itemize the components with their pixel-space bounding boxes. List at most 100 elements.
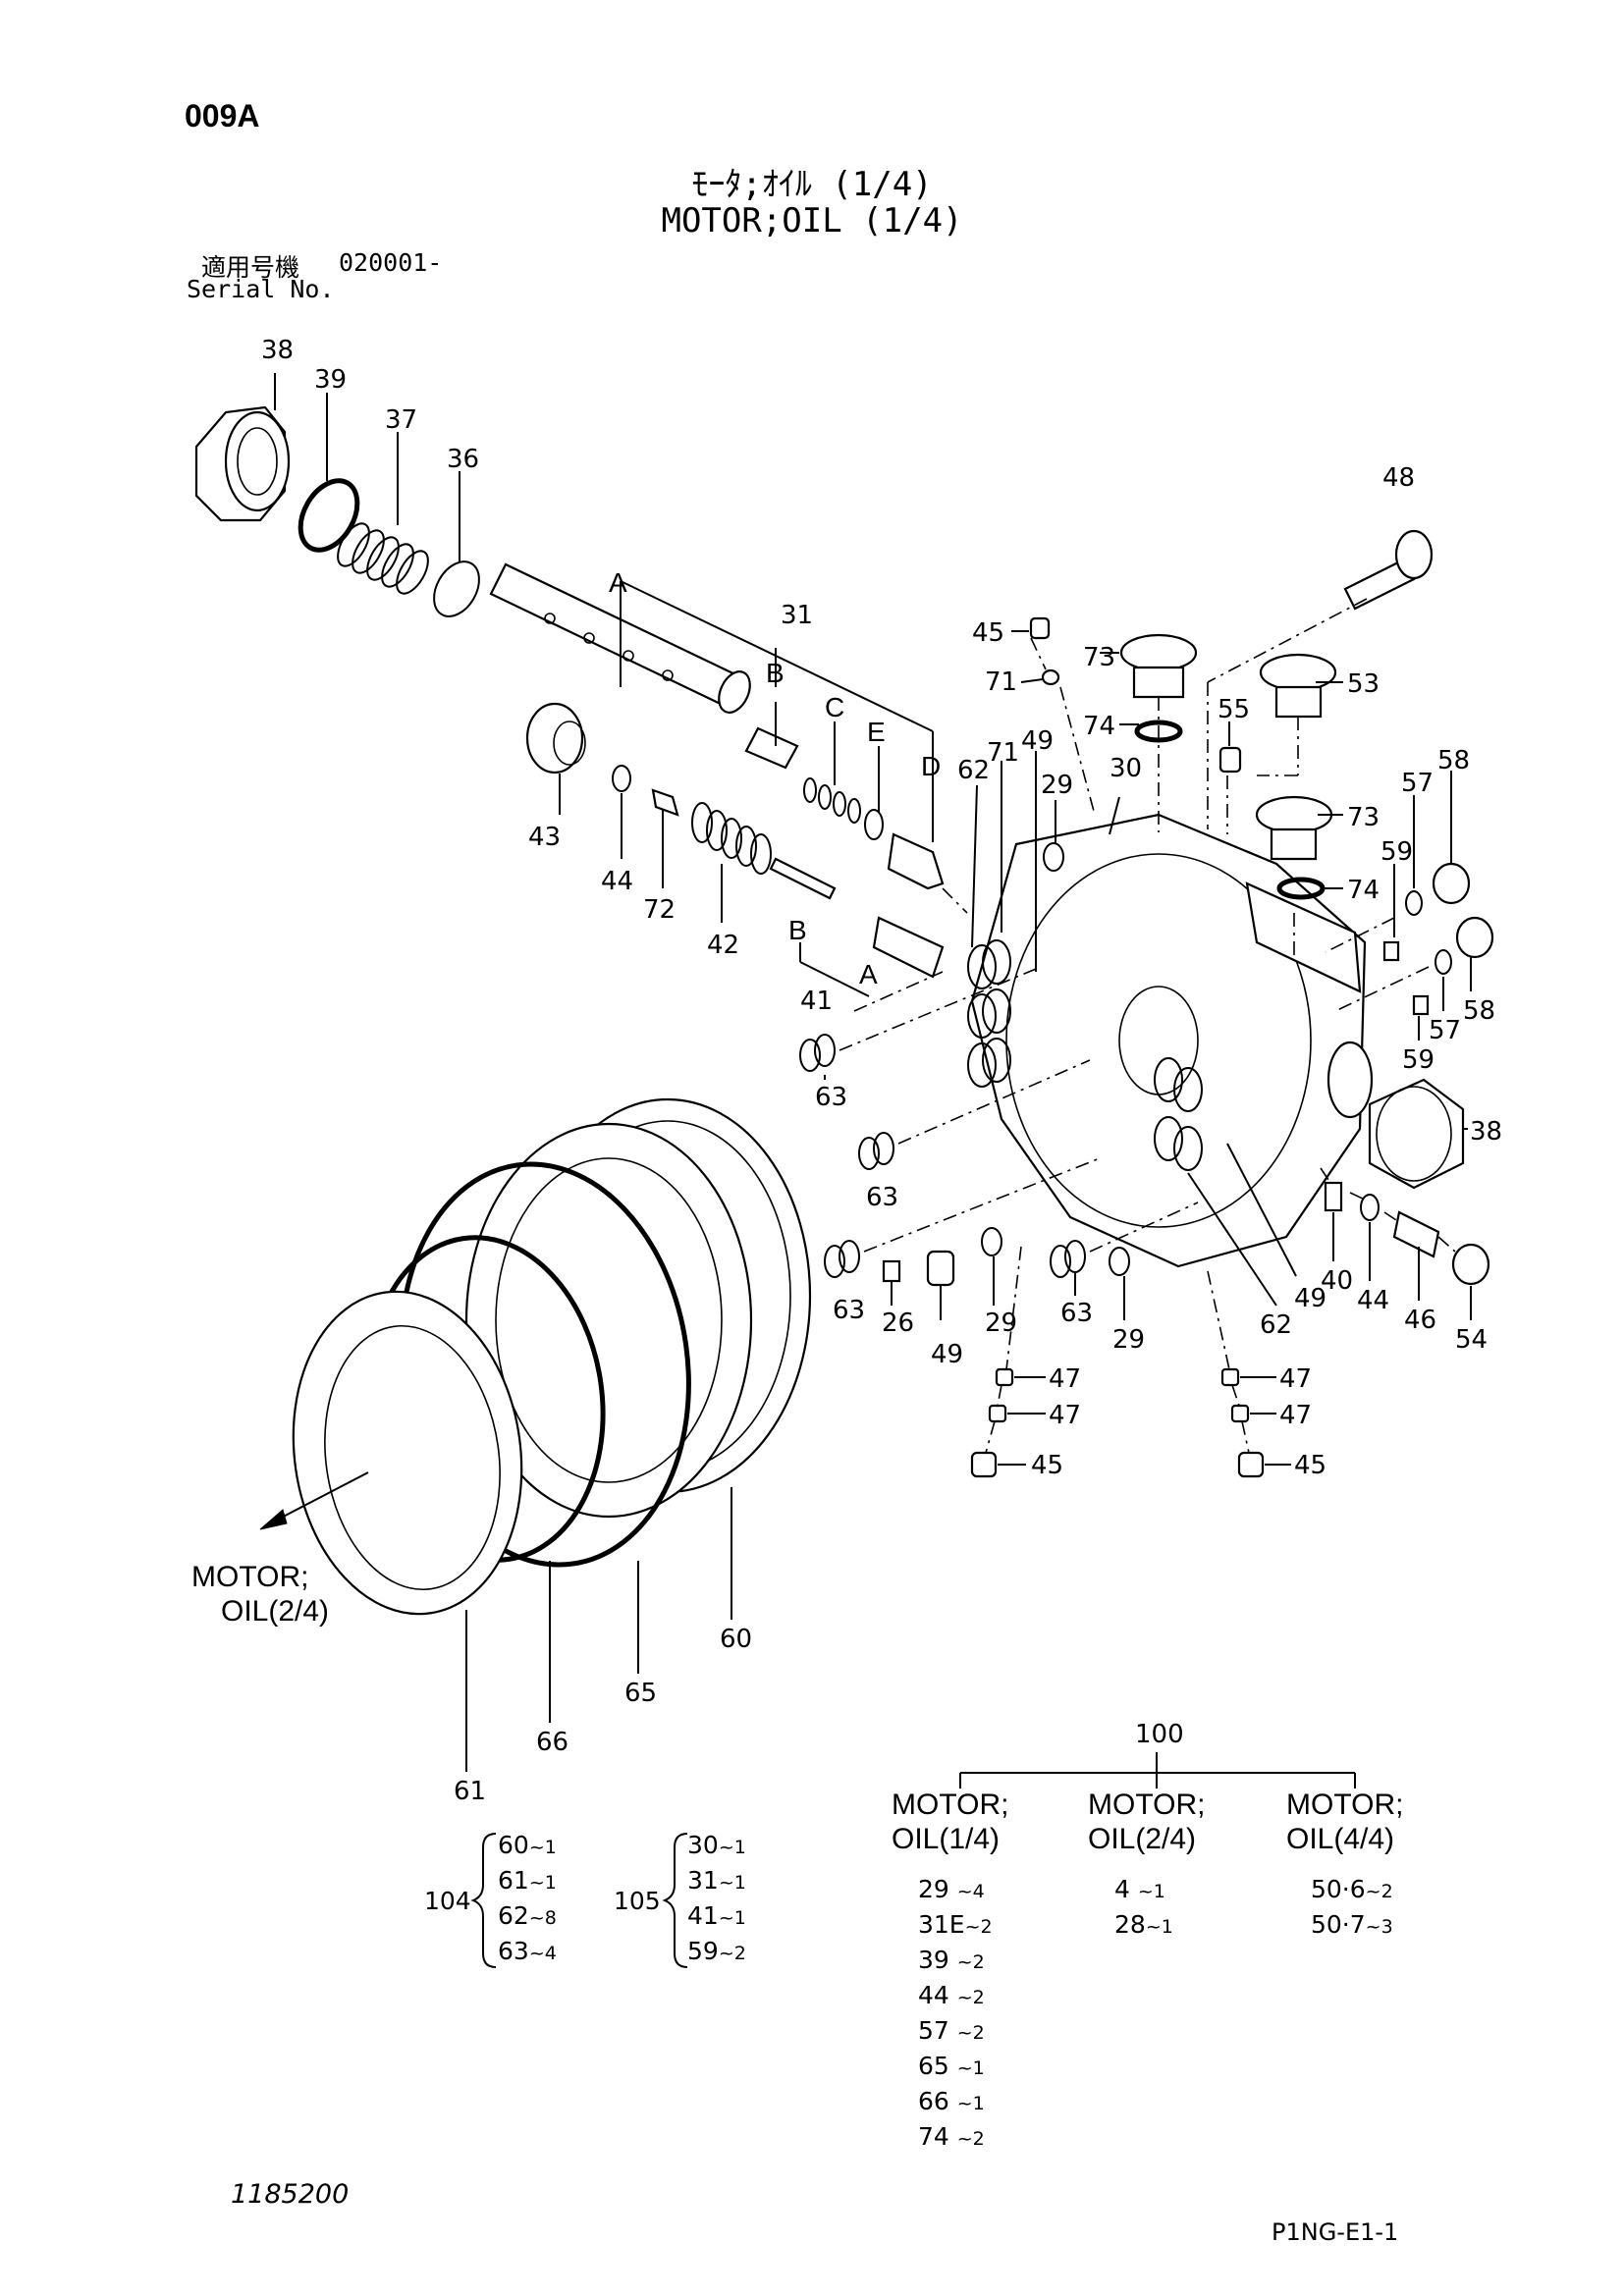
page-code: 009A [185, 98, 260, 133]
quantity: ~1 [956, 2093, 985, 2114]
plug-45a-drawing [1029, 616, 1051, 640]
col1-row2: 31E~2 [918, 1910, 993, 1939]
quantity: ~1 [718, 1907, 746, 1929]
part-number: 28 [1114, 1910, 1146, 1939]
quantity: ~4 [528, 1943, 557, 1964]
callout-48: 48 [1382, 463, 1416, 493]
part-number: 66 [918, 2087, 949, 2115]
letter-b-lower: B [788, 915, 807, 945]
callout-63-d: 63 [1060, 1299, 1094, 1328]
letter-a-lower: A [859, 959, 878, 989]
callout-44: 44 [601, 867, 634, 896]
quantity: ~1 [528, 1872, 557, 1894]
col1-row4: 44 ~2 [918, 1981, 985, 2009]
part-number: 61 [498, 1866, 529, 1895]
quantity: ~3 [1365, 1916, 1393, 1938]
col1-row5: 57 ~2 [918, 2016, 985, 2045]
callout-57-bottom: 57 [1429, 1016, 1462, 1045]
part-number: 65 [918, 2052, 949, 2080]
col1-row3: 39 ~2 [918, 1946, 985, 1974]
bolt-48-drawing [1343, 529, 1434, 611]
col3-line2: OIL(4/4) [1286, 1823, 1395, 1855]
callout-45-top: 45 [972, 618, 1005, 648]
quantity: ~1 [956, 2057, 985, 2079]
fitting-46-drawing [1392, 1210, 1440, 1258]
o-ring-57b-drawing [1435, 949, 1452, 975]
callout-47-b: 47 [1049, 1401, 1082, 1430]
spring-40-drawing [1324, 1181, 1343, 1212]
kit-104-row1: 60~1 [498, 1831, 557, 1859]
continuation-arrow-icon [259, 1471, 369, 1530]
callout-26: 26 [882, 1308, 915, 1338]
part-number: 31E [918, 1910, 965, 1939]
col3-row1: 50·6~2 [1311, 1875, 1393, 1903]
quantity: ~8 [528, 1907, 557, 1929]
quantity: ~1 [1145, 1916, 1173, 1938]
callout-66: 66 [536, 1728, 569, 1757]
quantity: ~2 [1365, 1881, 1393, 1902]
pin-26-drawing [882, 1259, 901, 1283]
callout-49: 49 [1021, 726, 1055, 756]
callout-63-b: 63 [866, 1183, 899, 1212]
callout-73-right: 73 [1347, 803, 1380, 832]
o-ring-57a-drawing [1405, 890, 1423, 916]
kit-105-bracket [662, 1833, 688, 1968]
kit-104-row2: 61~1 [498, 1866, 557, 1895]
spool-31-drawing [489, 562, 751, 714]
part-number: 59 [687, 1937, 719, 1965]
callout-57-top: 57 [1401, 769, 1435, 798]
part-number: 31 [687, 1866, 719, 1895]
callout-47-c: 47 [1279, 1364, 1313, 1394]
col2-line1: MOTOR; [1088, 1789, 1206, 1821]
callout-38-right: 38 [1470, 1117, 1503, 1147]
part-number: 62 [498, 1901, 529, 1930]
callout-71-top: 71 [985, 667, 1018, 697]
plug-43-drawing [525, 702, 586, 774]
kit-105-row1: 30~1 [687, 1831, 746, 1859]
part-number: 39 [918, 1946, 949, 1974]
callout-62: 62 [957, 756, 991, 785]
callout-65: 65 [624, 1679, 658, 1708]
spring-c-drawing [803, 777, 861, 824]
kit-104-label: 104 [424, 1887, 471, 1915]
part-number: 63 [498, 1937, 529, 1965]
spring-37-drawing [337, 522, 429, 595]
callout-31: 31 [781, 601, 814, 630]
callout-47-d: 47 [1279, 1401, 1313, 1430]
plug-58b-drawing [1455, 916, 1494, 959]
motor-ref-line1: MOTOR; [191, 1561, 309, 1593]
o-ring-44b-drawing [1360, 1194, 1380, 1221]
col2-line2: OIL(2/4) [1088, 1823, 1197, 1855]
pin-drawing [769, 857, 837, 900]
o-ring-39-drawing [298, 478, 360, 553]
screw-59a-drawing [1382, 940, 1400, 962]
callout-71: 71 [987, 738, 1020, 768]
callout-45-b: 45 [1294, 1451, 1327, 1480]
o-ring-29a-drawing [1043, 842, 1064, 872]
sleeve-a-drawing [872, 916, 945, 979]
quantity: ~2 [718, 1943, 746, 1964]
col1-row1: 29 ~4 [918, 1875, 985, 1903]
kit-104-row3: 62~8 [498, 1901, 557, 1930]
callout-73-top: 73 [1083, 643, 1116, 672]
o-ring-74a-drawing [1134, 720, 1183, 743]
callout-54: 54 [1455, 1325, 1489, 1355]
col1-row8: 74 ~2 [918, 2122, 985, 2151]
pin-49-drawing [926, 1250, 955, 1287]
quantity: ~4 [956, 1881, 985, 1902]
quantity: ~1 [1137, 1881, 1165, 1902]
kit-104-row4: 63~4 [498, 1937, 557, 1965]
callout-62-bottom: 62 [1260, 1310, 1293, 1340]
part-number: 57 [918, 2016, 949, 2045]
callout-74-right: 74 [1347, 876, 1380, 905]
callout-60: 60 [720, 1625, 753, 1654]
o-ring-44-drawing [612, 765, 631, 792]
letter-a-top: A [609, 567, 627, 598]
quantity: ~2 [964, 1916, 993, 1938]
part-number: 29 [918, 1875, 949, 1903]
plug-55-drawing [1218, 746, 1242, 774]
letter-b-top: B [766, 658, 785, 688]
callout-44-right: 44 [1357, 1286, 1390, 1315]
o-ring-29c-drawing [1109, 1247, 1130, 1276]
